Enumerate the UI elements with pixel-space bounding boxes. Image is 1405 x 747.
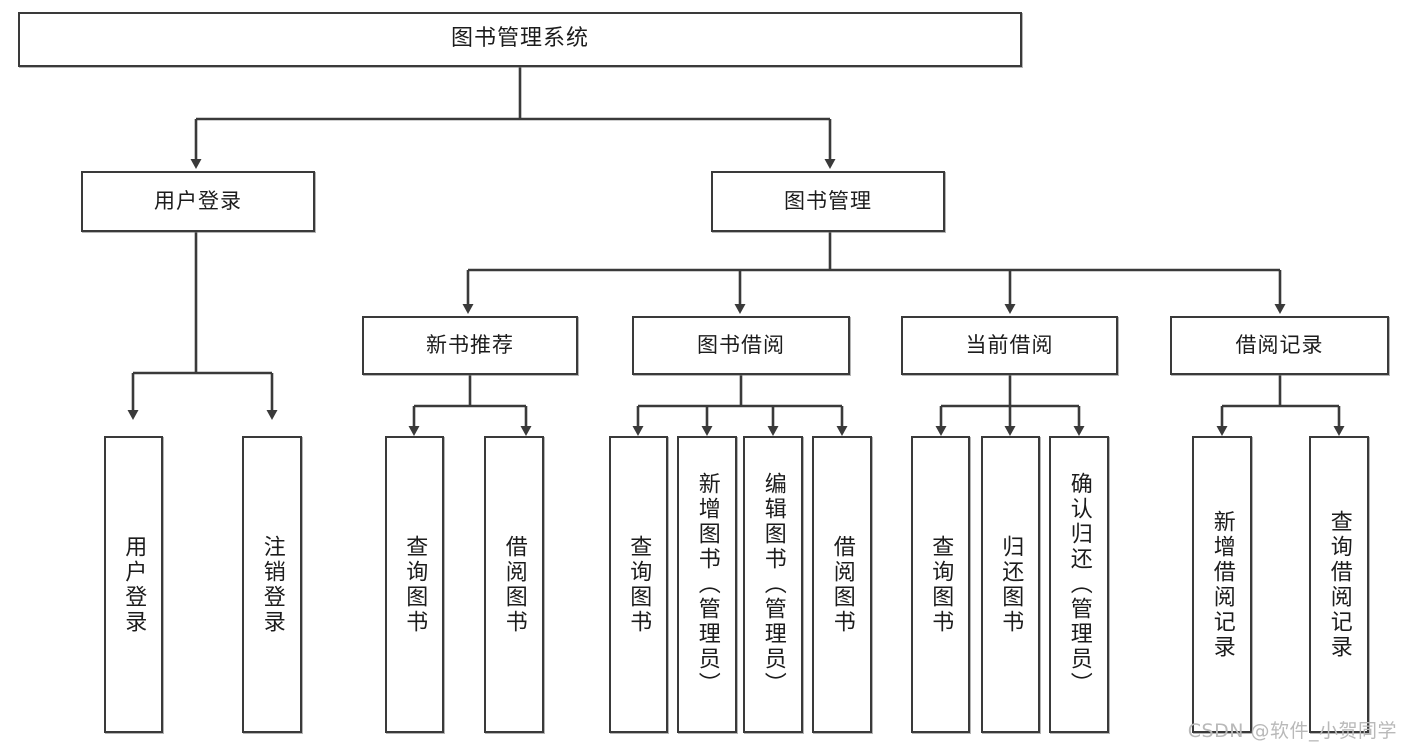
node-label: 借阅图书 xyxy=(829,534,855,635)
node-label: 借阅记录 xyxy=(1235,332,1324,357)
node-label: 确认归还（管理员） xyxy=(1066,472,1092,697)
node-label: 图书管理 xyxy=(784,188,872,213)
leaf-borrow-add-book-admin[interactable]: 新增图书（管理员） xyxy=(677,436,737,733)
leaf-user-login-login[interactable]: 用户登录 xyxy=(104,436,163,733)
node-label: 当前借阅 xyxy=(965,332,1054,357)
node-label: 用户登录 xyxy=(154,188,242,213)
node-label: 查询借阅记录 xyxy=(1326,509,1352,660)
leaf-records-query-record[interactable]: 查询借阅记录 xyxy=(1309,436,1369,733)
node-label: 新增图书（管理员） xyxy=(694,472,720,697)
node-label: 注销登录 xyxy=(259,534,285,635)
leaf-user-login-logout[interactable]: 注销登录 xyxy=(242,436,302,733)
node-new-book-recommend[interactable]: 新书推荐 xyxy=(362,316,578,375)
node-root-system[interactable]: 图书管理系统 xyxy=(18,12,1022,67)
node-book-management[interactable]: 图书管理 xyxy=(711,171,945,232)
leaf-current-query-book[interactable]: 查询图书 xyxy=(911,436,970,733)
node-label: 新增借阅记录 xyxy=(1209,509,1235,660)
node-label: 借阅图书 xyxy=(501,534,527,635)
node-label: 归还图书 xyxy=(998,534,1024,635)
node-label: 用户登录 xyxy=(121,534,147,635)
node-current-borrow[interactable]: 当前借阅 xyxy=(901,316,1118,375)
leaf-borrow-query-book[interactable]: 查询图书 xyxy=(609,436,668,733)
node-borrow-records[interactable]: 借阅记录 xyxy=(1170,316,1389,375)
node-label: 查询图书 xyxy=(928,534,954,635)
node-label: 查询图书 xyxy=(402,534,428,635)
watermark: CSDN @软件_小贺同学 xyxy=(1187,720,1397,742)
node-label: 查询图书 xyxy=(626,534,652,635)
leaf-current-confirm-return-admin[interactable]: 确认归还（管理员） xyxy=(1049,436,1109,733)
leaf-current-return-book[interactable]: 归还图书 xyxy=(981,436,1040,733)
node-label: 图书管理系统 xyxy=(450,26,589,52)
leaf-new-book-borrow[interactable]: 借阅图书 xyxy=(484,436,544,733)
node-label: 图书借阅 xyxy=(697,332,785,357)
node-label: 编辑图书（管理员） xyxy=(760,472,786,697)
leaf-borrow-borrow-book[interactable]: 借阅图书 xyxy=(812,436,872,733)
leaf-new-book-query[interactable]: 查询图书 xyxy=(385,436,444,733)
leaf-borrow-edit-book-admin[interactable]: 编辑图书（管理员） xyxy=(743,436,803,733)
leaf-records-add-record[interactable]: 新增借阅记录 xyxy=(1192,436,1252,733)
node-book-borrow[interactable]: 图书借阅 xyxy=(632,316,850,375)
node-label: 新书推荐 xyxy=(426,332,514,357)
node-user-login[interactable]: 用户登录 xyxy=(81,171,315,232)
